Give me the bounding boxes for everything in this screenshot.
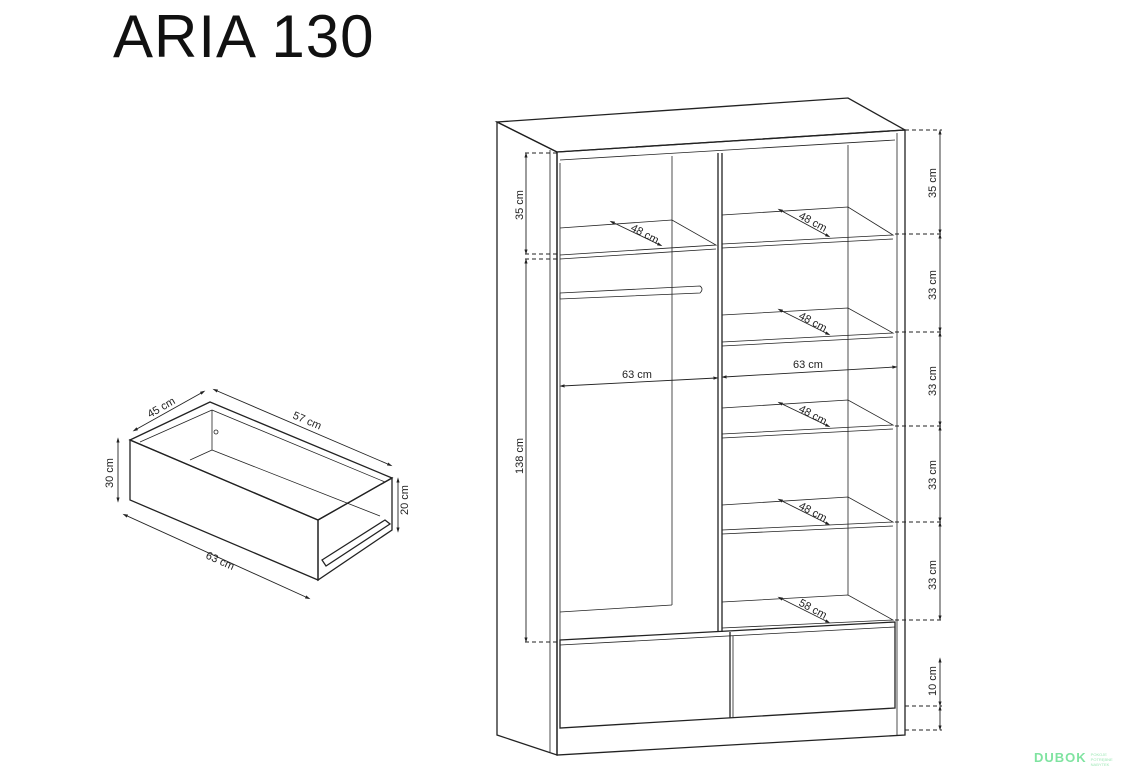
brand-logo-block: DUBOK POKOJE POTRĘBNE NABYTEK: [1034, 750, 1127, 767]
right-height-label: 33 cm: [927, 560, 939, 590]
drawer-height-label: 30 cm: [104, 458, 116, 488]
right-height-label: 35 cm: [927, 168, 939, 198]
page-title: ARIA 130: [113, 3, 375, 70]
left-top-height-label: 35 cm: [514, 190, 526, 220]
right-height-label: 33 cm: [927, 460, 939, 490]
right-height-label: 33 cm: [927, 270, 939, 300]
drawer-depth-label: 45 cm: [146, 395, 178, 420]
brand-logo-tagline: POKOJE POTRĘBNE NABYTEK: [1090, 752, 1113, 767]
shelf-depth-label: 48 cm: [797, 500, 829, 525]
left-hanging-height-label: 138 cm: [514, 438, 526, 474]
shelf-depth-label: 48 cm: [797, 403, 829, 428]
drawer-inner-height-label: 20 cm: [399, 485, 411, 515]
brand-logo: DUBOK: [1034, 750, 1087, 765]
wardrobe-drawing: 48 cm 48 cm 48 cm 48 cm 48 cm 58 cm 63 c…: [494, 97, 942, 756]
right-height-label: 33 cm: [927, 366, 939, 396]
right-height-label: 10 cm: [927, 666, 939, 696]
shelf-depth-label: 48 cm: [797, 210, 829, 235]
shelf-depth-label: 58 cm: [797, 597, 829, 622]
right-width-label: 63 cm: [793, 359, 823, 371]
shelf-depth-label: 48 cm: [629, 222, 661, 247]
left-width-label: 63 cm: [622, 369, 652, 381]
shelf-depth-label: 48 cm: [797, 310, 829, 335]
drawer-width-label: 63 cm: [204, 550, 236, 573]
drawer-drawing: 45 cm 57 cm 30 cm 20 cm 63 cm: [104, 388, 411, 600]
